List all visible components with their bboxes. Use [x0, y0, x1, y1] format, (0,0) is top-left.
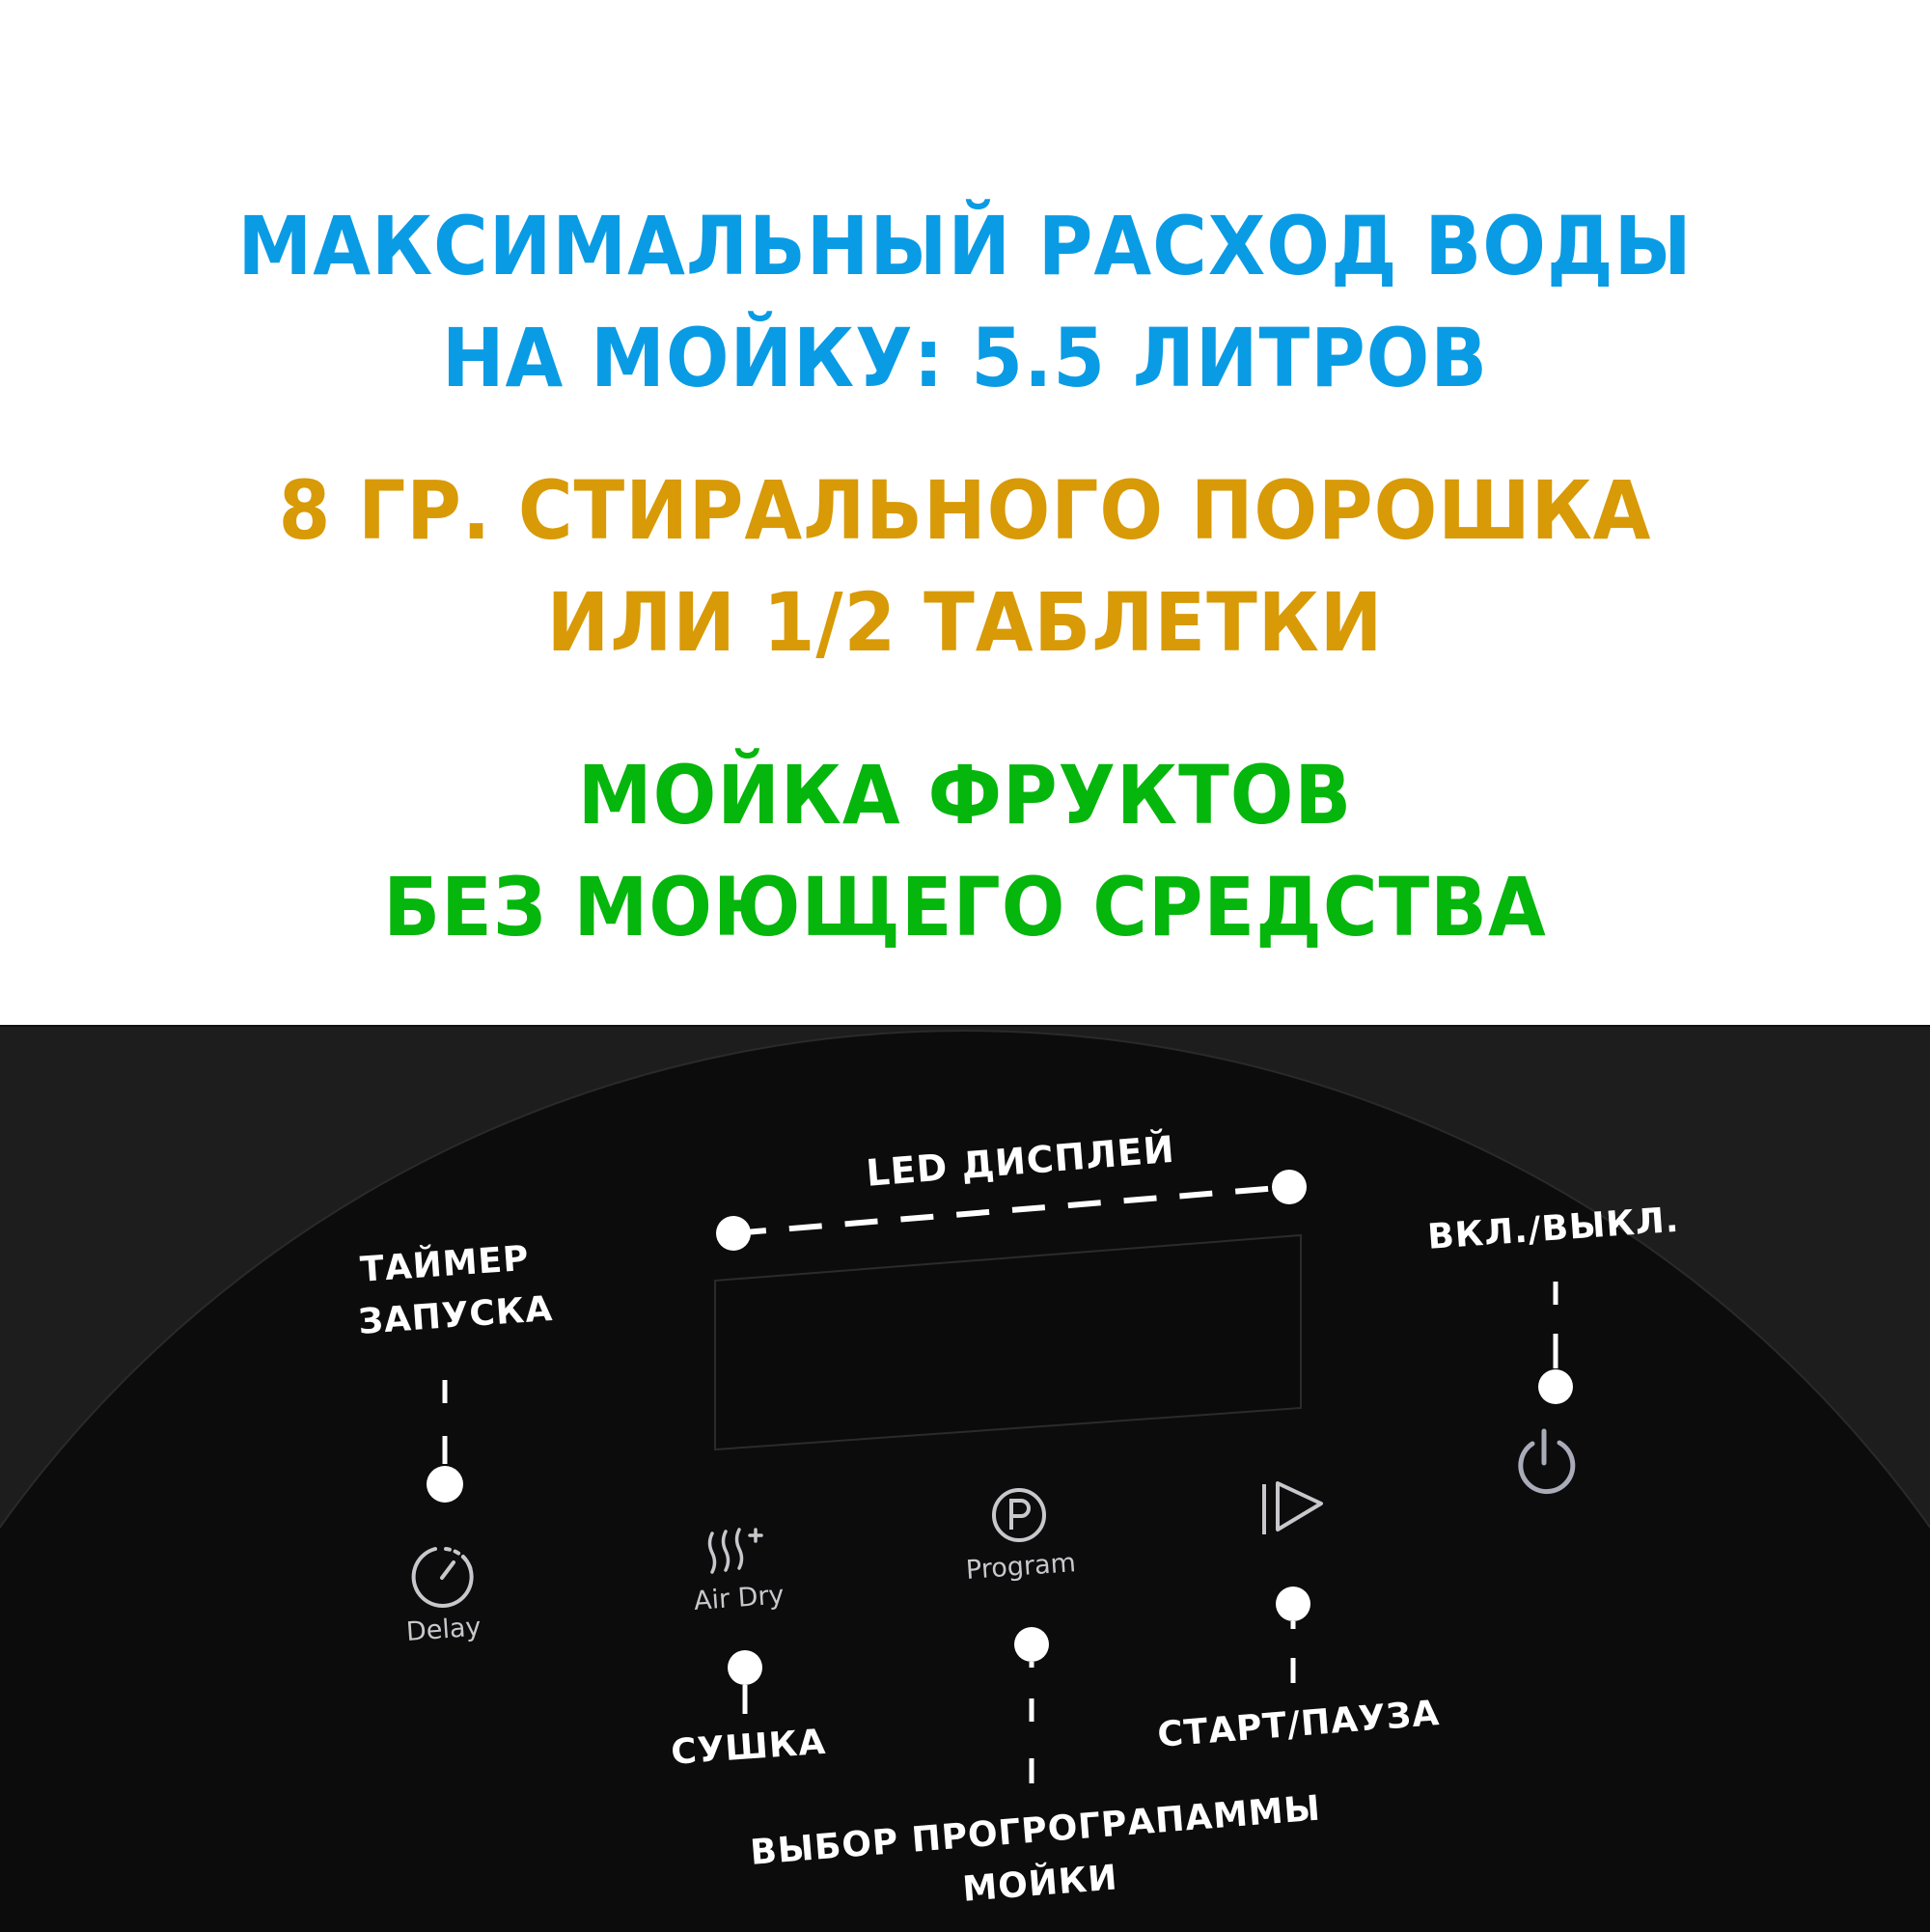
fruit-headline-line2: БЕЗ МОЮЩЕГО СРЕДСТВА: [383, 860, 1547, 954]
led-display-window: [714, 1233, 1302, 1451]
water-consumption-headline: МАКСИМАЛЬНЫЙ РАСХОД ВОДЫ НА МОЙКУ: 5.5 Л…: [77, 190, 1853, 414]
circled-p-icon[interactable]: [992, 1488, 1046, 1542]
detergent-headline: 8 ГР. СТИРАЛЬНОГО ПОРОШКА ИЛИ 1/2 ТАБЛЕТ…: [77, 455, 1853, 678]
power-icon[interactable]: [1518, 1428, 1576, 1495]
detergent-headline-line2: ИЛИ 1/2 ТАБЛЕТКИ: [546, 575, 1384, 670]
dry-callout-line: [728, 1650, 762, 1714]
control-panel: LED ДИСПЛЕЙ ВКЛ./ВЫКЛ. ТАЙМЕР ЗАПУСКА СУ…: [0, 1025, 1930, 1932]
water-headline-line2: НА МОЙКУ: 5.5 ЛИТРОВ: [441, 311, 1489, 405]
air-dry-button-label[interactable]: Air Dry: [693, 1580, 786, 1616]
delay-callout-line: [427, 1380, 463, 1503]
timer-dial-icon[interactable]: [411, 1547, 474, 1608]
panel-graphics: [411, 1170, 1576, 1783]
program-callout-line: [1014, 1627, 1049, 1783]
power-callout-line: [1538, 1282, 1573, 1404]
play-pause-icon[interactable]: [1262, 1481, 1323, 1534]
heat-waves-plus-icon[interactable]: [707, 1528, 763, 1574]
detergent-headline-line1: 8 ГР. СТИРАЛЬНОГО ПОРОШКА: [278, 463, 1652, 558]
start-callout-line: [1276, 1587, 1310, 1683]
info-section: МАКСИМАЛЬНЫЙ РАСХОД ВОДЫ НА МОЙКУ: 5.5 Л…: [77, 190, 1853, 963]
water-headline-line1: МАКСИМАЛЬНЫЙ РАСХОД ВОДЫ: [237, 199, 1693, 293]
fruit-headline-line1: МОЙКА ФРУКТОВ: [577, 748, 1353, 842]
fruit-wash-headline: МОЙКА ФРУКТОВ БЕЗ МОЮЩЕГО СРЕДСТВА: [77, 739, 1853, 963]
delay-button-label[interactable]: Delay: [405, 1612, 482, 1647]
led-display-callout-line: [716, 1170, 1307, 1251]
